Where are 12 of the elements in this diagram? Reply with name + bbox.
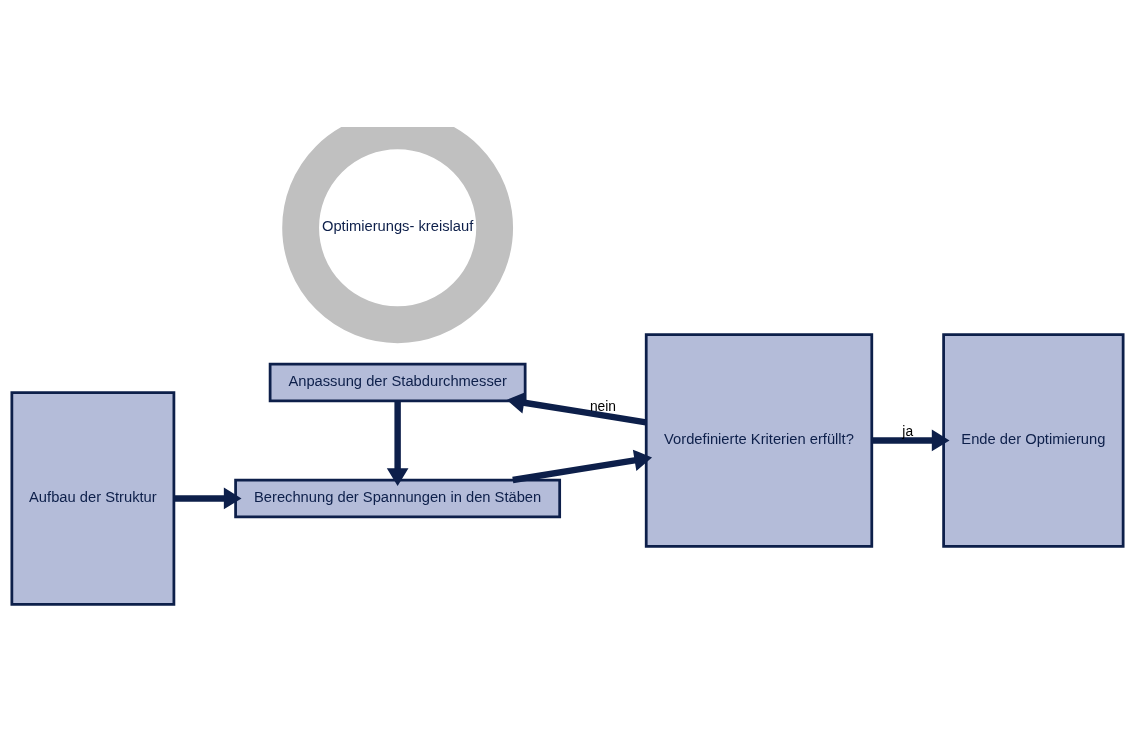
node-box: Ende der Optimierung: [942, 332, 1125, 548]
node-circle: Optimierungs- kreislauf: [282, 126, 514, 343]
arrow: [174, 487, 242, 509]
edge-label: ja: [902, 422, 914, 439]
node-box: Berechnung der Spannungen in den Stäben: [234, 478, 562, 518]
node-box: Aufbau der Struktur: [10, 390, 176, 606]
arrow: [386, 400, 409, 486]
node-box: Vordefinierte Kriterien erfüllt?: [644, 332, 874, 548]
node-box: Anpassung der Stabdurchmesser: [268, 362, 527, 402]
arrow: [871, 429, 950, 451]
edge-label: nein: [589, 397, 616, 414]
arrow: [506, 391, 647, 426]
